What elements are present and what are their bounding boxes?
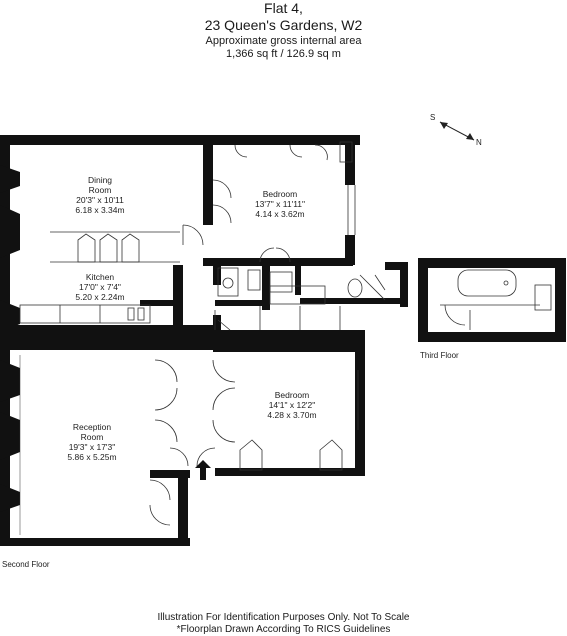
dining-dim-imperial: 20'3" x 10'11 bbox=[76, 195, 124, 205]
compass-north: N bbox=[476, 138, 482, 147]
third-floor-plan bbox=[418, 258, 566, 342]
bedroom2-dim-imperial: 14'1" x 12'2" bbox=[269, 400, 316, 410]
reception-name-2: Room bbox=[81, 432, 104, 442]
compass-south: S bbox=[430, 113, 435, 122]
walls bbox=[0, 135, 408, 546]
reception-dim-metric: 5.86 x 5.25m bbox=[67, 452, 116, 462]
kitchen-dim-metric: 5.20 x 2.24m bbox=[75, 292, 124, 302]
room-bedroom-1: Bedroom 13'7" x 11'11" 4.14 x 3.62m bbox=[255, 189, 305, 219]
second-floor-label: Second Floor bbox=[2, 560, 50, 569]
bedroom1-dim-imperial: 13'7" x 11'11" bbox=[255, 199, 305, 209]
area-label: Approximate gross internal area bbox=[205, 35, 362, 47]
room-dining: Dining Room 20'3" x 10'11 6.18 x 3.34m bbox=[75, 175, 124, 215]
room-reception: Reception Room 19'3" x 17'3" 5.86 x 5.25… bbox=[67, 422, 116, 462]
third-floor-label: Third Floor bbox=[420, 351, 459, 360]
dining-name-2: Room bbox=[89, 185, 112, 195]
reception-dim-imperial: 19'3" x 17'3" bbox=[69, 442, 116, 452]
reception-name-1: Reception bbox=[73, 422, 112, 432]
room-kitchen: Kitchen 17'0" x 7'4" 5.20 x 2.24m bbox=[75, 272, 124, 302]
bedroom2-name: Bedroom bbox=[275, 390, 310, 400]
bedroom1-dim-metric: 4.14 x 3.62m bbox=[255, 209, 304, 219]
area-value: 1,366 sq ft / 126.9 sq m bbox=[226, 48, 341, 60]
kitchen-dim-imperial: 17'0" x 7'4" bbox=[79, 282, 121, 292]
compass-icon: S N bbox=[430, 113, 482, 147]
room-bedroom-2: Bedroom 14'1" x 12'2" 4.28 x 3.70m bbox=[267, 390, 316, 420]
plan-title: Flat 4, bbox=[264, 0, 303, 16]
kitchen-name: Kitchen bbox=[86, 272, 115, 282]
footer-rics-note: *Floorplan Drawn According To RICS Guide… bbox=[176, 624, 391, 635]
footer-disclaimer: Illustration For Identification Purposes… bbox=[157, 612, 410, 623]
dining-dim-metric: 6.18 x 3.34m bbox=[75, 205, 124, 215]
interior-lines bbox=[19, 141, 386, 535]
plan-address: 23 Queen's Gardens, W2 bbox=[204, 17, 363, 33]
bedroom1-name: Bedroom bbox=[263, 189, 298, 199]
bedroom2-dim-metric: 4.28 x 3.70m bbox=[267, 410, 316, 420]
dining-name-1: Dining bbox=[88, 175, 112, 185]
entrance-arrow-icon bbox=[195, 460, 211, 480]
